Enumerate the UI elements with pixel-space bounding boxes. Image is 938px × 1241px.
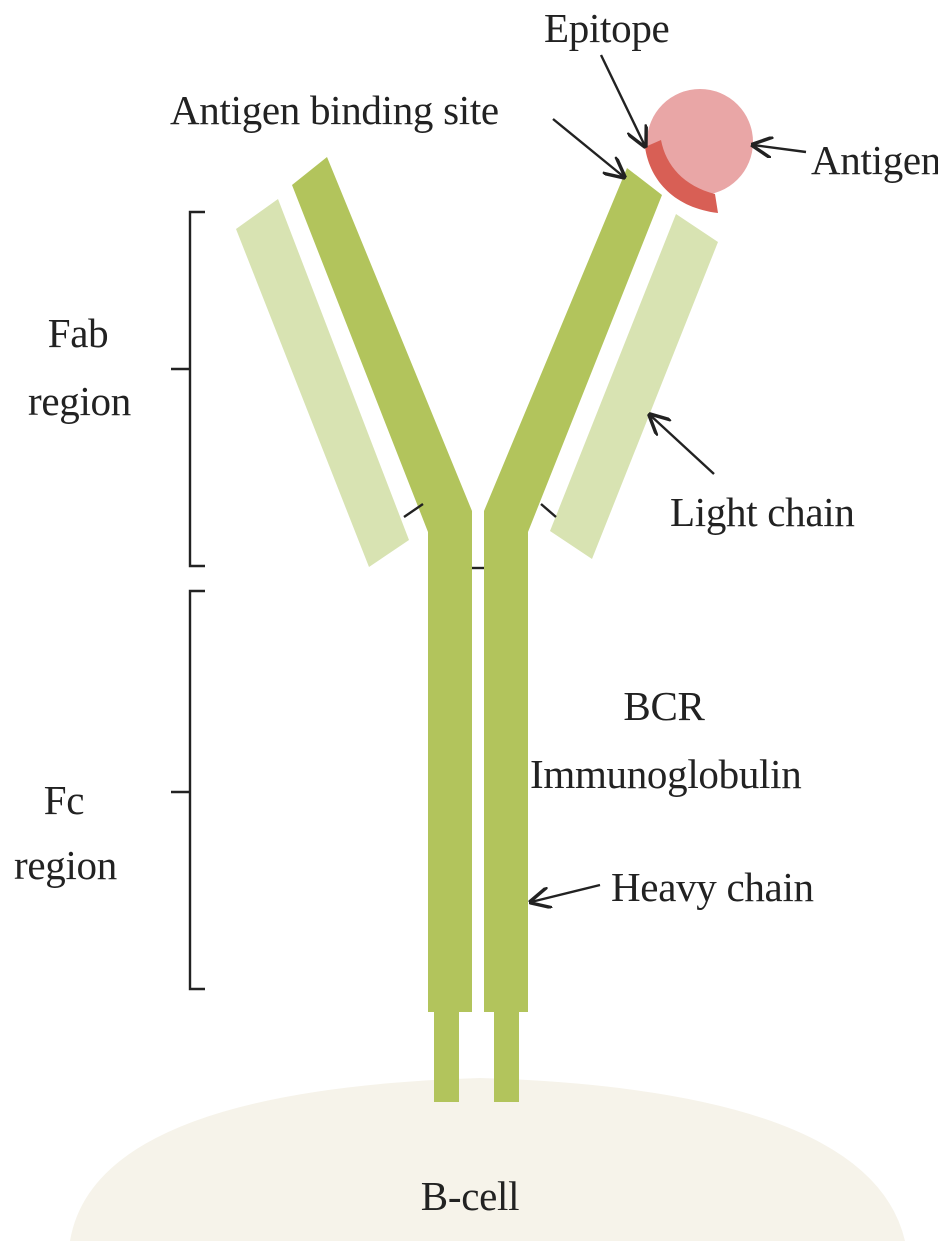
b-cell-label: B-cell: [400, 1172, 540, 1220]
epitope-label: Epitope: [544, 4, 669, 52]
fab-region-bracket: [171, 212, 205, 566]
fab-region-label-line1: Fab: [28, 309, 128, 357]
light-chain-arrow: [650, 415, 714, 474]
heavy-chain-left: [292, 157, 472, 1012]
antigen-arrow: [753, 145, 806, 152]
heavy-chain-arrow: [531, 885, 600, 902]
fc-region-label-line2: region: [14, 841, 114, 889]
epitope-arrow: [601, 55, 645, 146]
fab-region-label-line2: region: [28, 377, 128, 425]
antigen-binding-site-label: Antigen binding site: [170, 86, 499, 134]
antigen-label: Antigen: [811, 136, 938, 184]
fc-region-bracket: [171, 591, 205, 989]
antigen-binding-site-arrow: [553, 119, 624, 177]
light-chain-label: Light chain: [670, 488, 855, 536]
disulfide-bond-right: [541, 504, 556, 517]
bcr-label-line2: Immunoglobulin: [530, 750, 798, 798]
heavy-chain-stub-left: [434, 1010, 459, 1102]
fc-region-label-line1: Fc: [14, 776, 114, 824]
bcr-label-line1: BCR: [530, 682, 798, 730]
heavy-chain-stub-right: [494, 1010, 519, 1102]
heavy-chain-label: Heavy chain: [611, 863, 814, 911]
